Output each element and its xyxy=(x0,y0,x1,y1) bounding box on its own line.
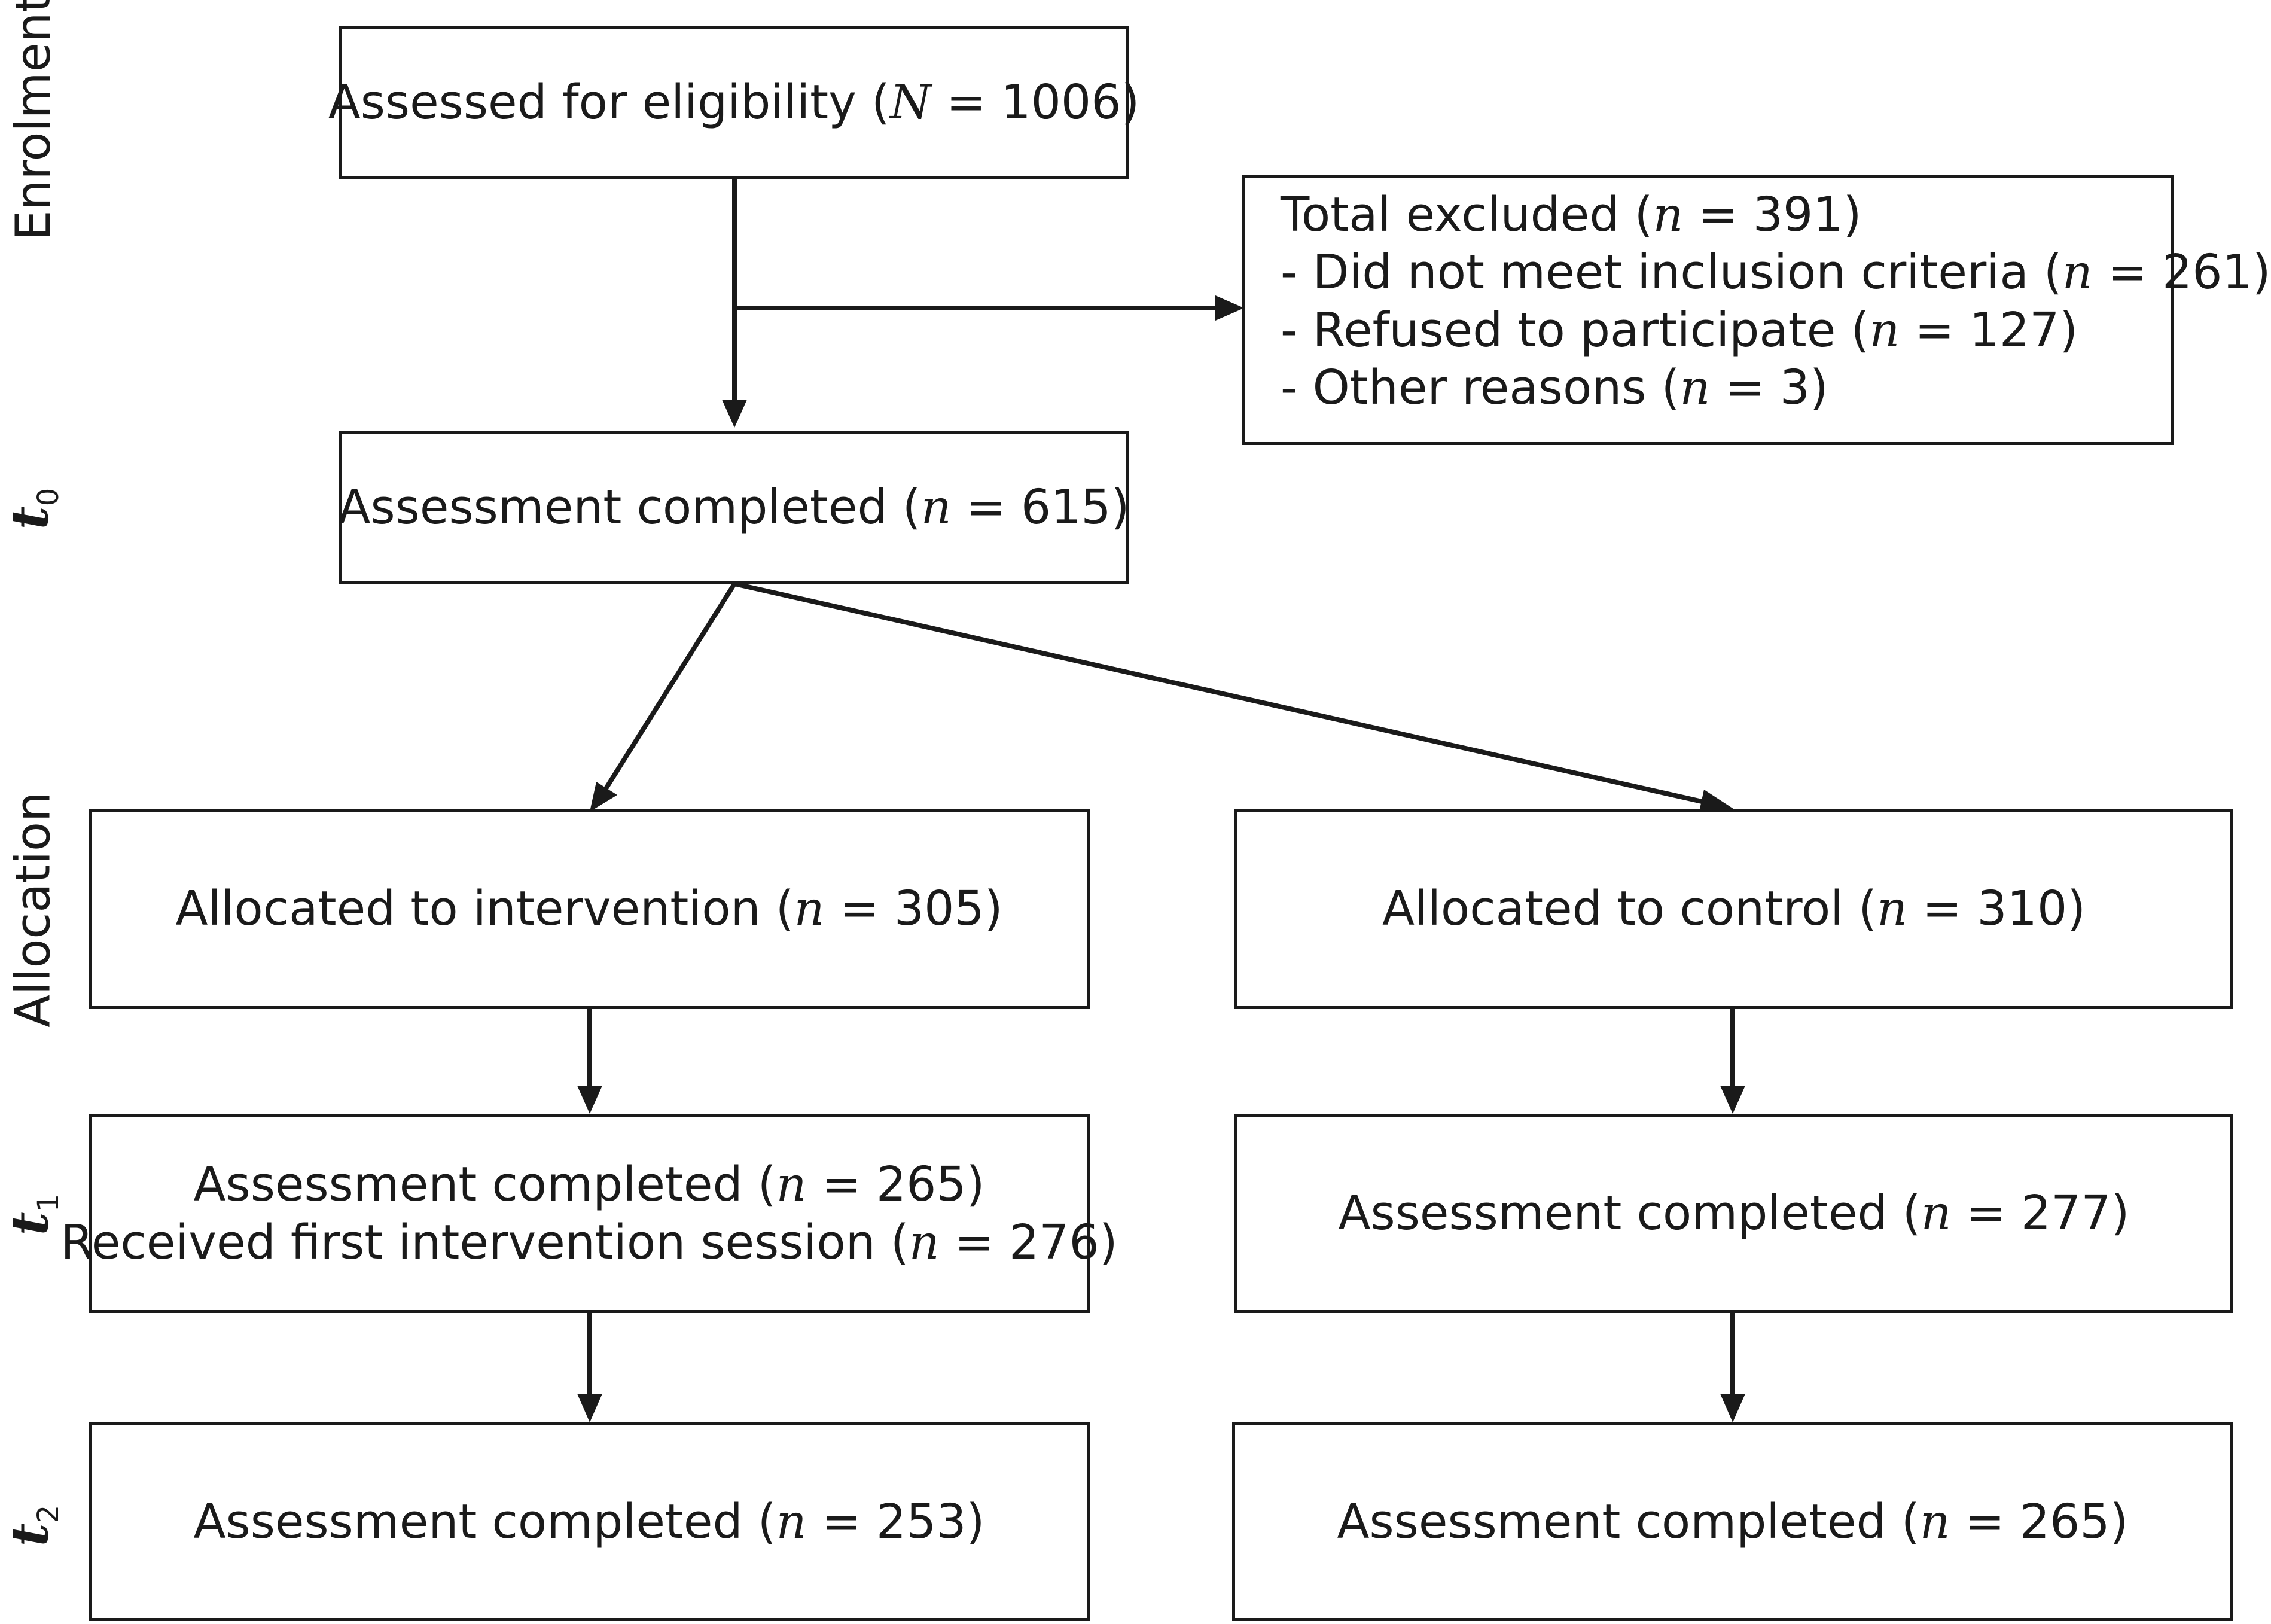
arrowhead-t0 xyxy=(722,400,747,428)
t1-control-assessment: Assessment completed (n = 277) xyxy=(1338,1186,2130,1241)
t2-intervention-assessment: Assessment completed (n = 253) xyxy=(193,1494,985,1549)
excluded-inclusion-criteria: - Did not meet inclusion criteria (n = 2… xyxy=(1281,245,2271,300)
t2-control-assessment: Assessment completed (n = 265) xyxy=(1337,1494,2129,1549)
t0-assessment-text: Assessment completed (n = 615) xyxy=(338,479,1130,535)
allocated-intervention-text: Allocated to intervention (n = 305) xyxy=(175,881,1003,937)
t1-intervention-box: Assessment completed (n = 265) Received … xyxy=(60,1114,1118,1313)
arrow-t0-to-control xyxy=(734,581,1705,805)
allocated-intervention-box: Allocated to intervention (n = 305) xyxy=(89,809,1090,1009)
excluded-box: Total excluded (n = 391) - Did not meet … xyxy=(1242,175,2271,445)
arrowhead-control xyxy=(1699,790,1733,814)
assessed-for-eligibility-box: Assessed for eligibility (N = 1006) xyxy=(328,26,1139,179)
excluded-total: Total excluded (n = 391) xyxy=(1281,187,1862,242)
arrowhead-t1-intervention xyxy=(577,1086,602,1114)
t0-assessment-box: Assessment completed (n = 615) xyxy=(338,431,1130,584)
t2-intervention-box: Assessment completed (n = 253) xyxy=(89,1422,1090,1621)
excluded-refused: - Refused to participate (n = 127) xyxy=(1281,302,2078,358)
allocated-control-text: Allocated to control (n = 310) xyxy=(1382,881,2086,937)
arrowhead-t2-control xyxy=(1720,1394,1745,1422)
t1-intervention-assessment: Assessment completed (n = 265) xyxy=(193,1157,985,1212)
t1-intervention-first-session: Received first intervention session (n =… xyxy=(60,1214,1118,1270)
allocated-control-box: Allocated to control (n = 310) xyxy=(1234,809,2233,1009)
excluded-other-reasons: - Other reasons (n = 3) xyxy=(1281,360,1828,416)
t2-control-box: Assessment completed (n = 265) xyxy=(1232,1422,2233,1621)
arrowhead-intervention xyxy=(590,782,617,812)
arrow-t0-to-intervention xyxy=(603,582,737,791)
assessed-for-eligibility-text: Assessed for eligibility (N = 1006) xyxy=(328,75,1140,130)
t1-control-box: Assessment completed (n = 277) xyxy=(1234,1114,2233,1313)
arrowhead-excluded xyxy=(1215,295,1244,321)
arrowhead-t2-intervention xyxy=(577,1394,602,1422)
arrowhead-t1-control xyxy=(1720,1086,1745,1114)
